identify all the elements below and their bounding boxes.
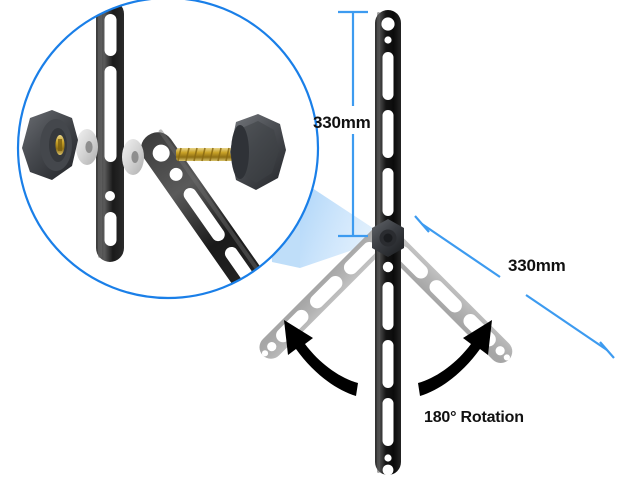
pivot-hub-knob — [372, 219, 404, 257]
inset-washer-right — [122, 139, 144, 175]
inset-knob-right — [230, 114, 286, 190]
rotation-annotation-label: 180° Rotation — [424, 409, 524, 426]
inset-washer-left — [76, 129, 98, 165]
inset-vertical-bar — [96, 0, 124, 262]
magnifier-inset — [16, 0, 320, 300]
dimension-label-arm: 330mm — [508, 256, 566, 275]
rotation-arrow-left — [284, 320, 358, 396]
dimension-line-arm — [414, 215, 615, 359]
inset-knob-left — [22, 110, 78, 180]
ghost-arm-left — [259, 223, 395, 359]
dimension-label-height: 330mm — [313, 113, 371, 132]
dimension-line-vertical — [338, 10, 368, 238]
rotation-arrow-right — [418, 320, 492, 396]
